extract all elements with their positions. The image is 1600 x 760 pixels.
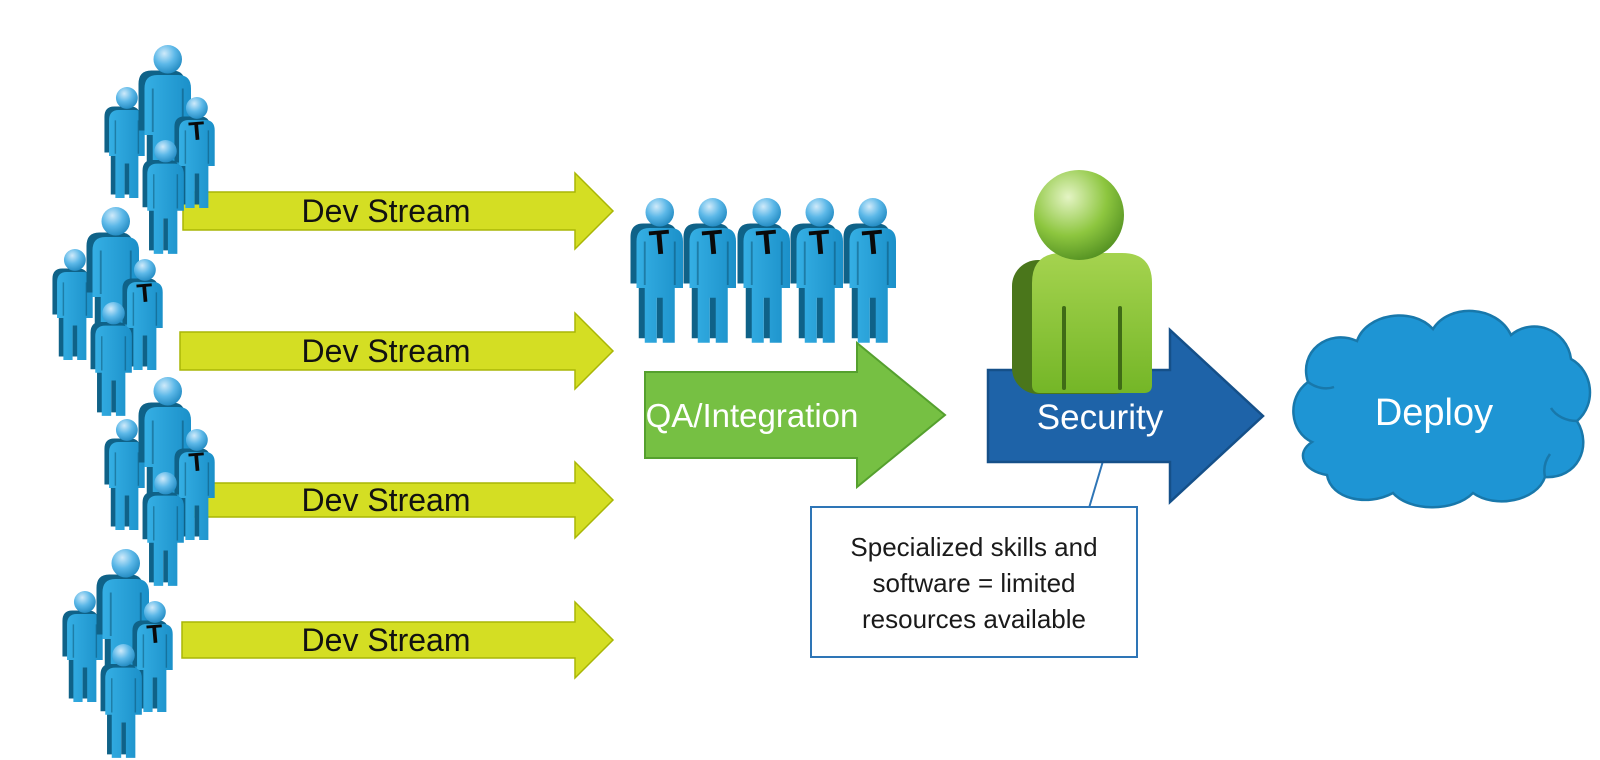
callout-text-line-1: Specialized skills and [850,532,1097,562]
person-figure [684,198,737,343]
cloud-shape [1292,309,1592,509]
qa-arrow-label: QA/Integration [646,397,859,434]
team-letter: T [188,115,207,146]
security-person-arm-lines [1062,306,1122,390]
team-letter: T [146,618,165,649]
dev-stream-label-1: Dev Stream [302,193,471,229]
dev-stream-arrow-3 [182,460,615,540]
callout: Specialized skills and software = limite… [810,460,1138,658]
qa-integration-arrow: QA/Integration [644,340,947,490]
dev-stream-arrow-1 [182,171,615,251]
callout-text-line-3: resources available [862,604,1086,634]
person-figure [631,198,684,343]
team-letter: T [755,223,779,263]
security-arrow-label: Security [1037,398,1164,437]
callout-connector-line [1088,460,1104,509]
dev-team-cluster-3: T [104,377,214,586]
team-letter: T [136,277,155,308]
deploy-cloud: Deploy [1292,309,1592,509]
person-figure [791,198,844,343]
security-person-body [1032,253,1152,393]
team-letter: T [861,223,885,263]
qa-team-row: T T T T T [631,198,897,343]
dev-stream-label-3: Dev Stream [302,482,471,518]
dev-stream-arrows: Dev Stream Dev Stream Dev Stream Dev Str… [179,171,615,680]
security-person [1012,170,1152,394]
person-figure [738,198,791,343]
person-figure [844,198,897,343]
dev-team-cluster-4: T [62,549,172,758]
team-letter: T [808,223,832,263]
deploy-label: Deploy [1375,392,1493,434]
team-letter: T [648,223,672,263]
dev-stream-label-4: Dev Stream [302,622,471,658]
dev-team-cluster-2: T [52,207,162,416]
security-person-head [1034,170,1124,260]
dev-stream-arrow-4 [181,600,615,680]
team-letter: T [701,223,725,263]
team-letter: T [188,446,207,477]
dev-stream-label-2: Dev Stream [302,333,471,369]
cloud-detail-arcs [1307,380,1578,478]
dev-stream-arrow-2 [179,311,615,391]
qa-arrow-shape [644,340,947,490]
callout-box [810,506,1138,658]
dev-team-cluster-1: T [104,45,214,254]
callout-text-line-2: software = limited [872,568,1075,598]
